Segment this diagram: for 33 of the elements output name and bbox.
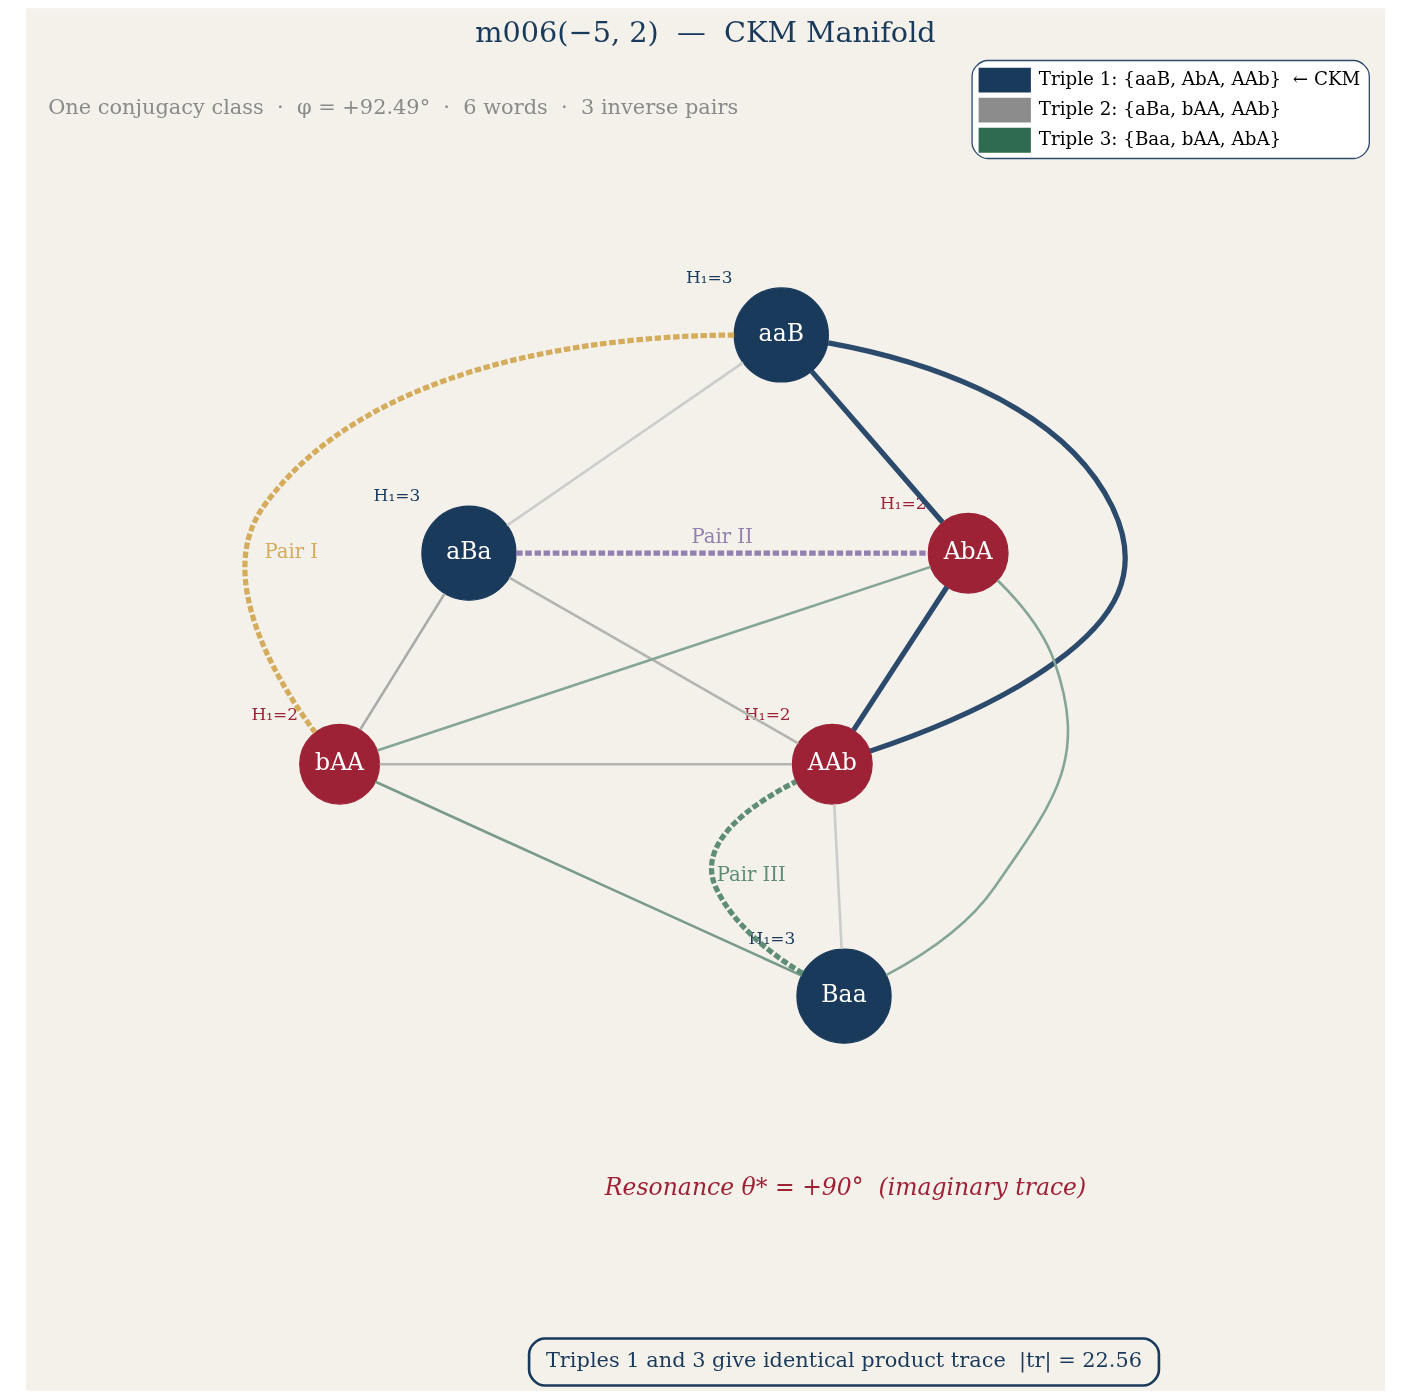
node-circle: Baa [795, 948, 892, 1044]
connector [376, 565, 931, 752]
diagram-title: m006(−5, 2) — CKM Manifold [474, 14, 936, 49]
connector [508, 576, 799, 745]
connector [885, 579, 1069, 977]
connector [708, 779, 804, 976]
node-label: H₁=2 [250, 703, 298, 724]
edge-label: Pair III [716, 863, 786, 887]
connector [505, 361, 744, 527]
connector [374, 780, 802, 977]
edge-label: Pair I [263, 539, 318, 563]
node-circle: aaB [733, 287, 829, 383]
label: Triples 1 and 3 give identical product trace |tr| = 22.56 [545, 1347, 1142, 1372]
node-circle: AbA [927, 512, 1009, 594]
connector [827, 340, 1128, 754]
connector [379, 762, 792, 766]
legend-label: Triple 3: {Baa, bAA, AbA} [1038, 128, 1281, 150]
label: Resonance θ* = +90° (imaginary trace) [604, 1173, 1086, 1202]
edge-label: Pair II [691, 524, 753, 548]
label: One conjugacy class · φ = +92.49° · 6 words · 3 inverse pairs [47, 95, 738, 120]
connector [850, 585, 949, 732]
connector [515, 550, 928, 556]
node-circle: aBa [420, 505, 517, 601]
connector [832, 804, 843, 950]
connector [809, 369, 944, 524]
node-label: H₁=3 [373, 485, 420, 506]
legend-label: Triple 2: {aBa, bAA, AAb} [1038, 98, 1281, 119]
connector [241, 332, 734, 734]
connector [358, 592, 446, 731]
legend-label: Triple 1: {aaB, AbA, AAb} ← CKM [1038, 67, 1360, 89]
node-label: H₁=3 [685, 267, 733, 288]
node-circle: bAA [298, 723, 380, 805]
node-circle: AAb [791, 723, 873, 805]
